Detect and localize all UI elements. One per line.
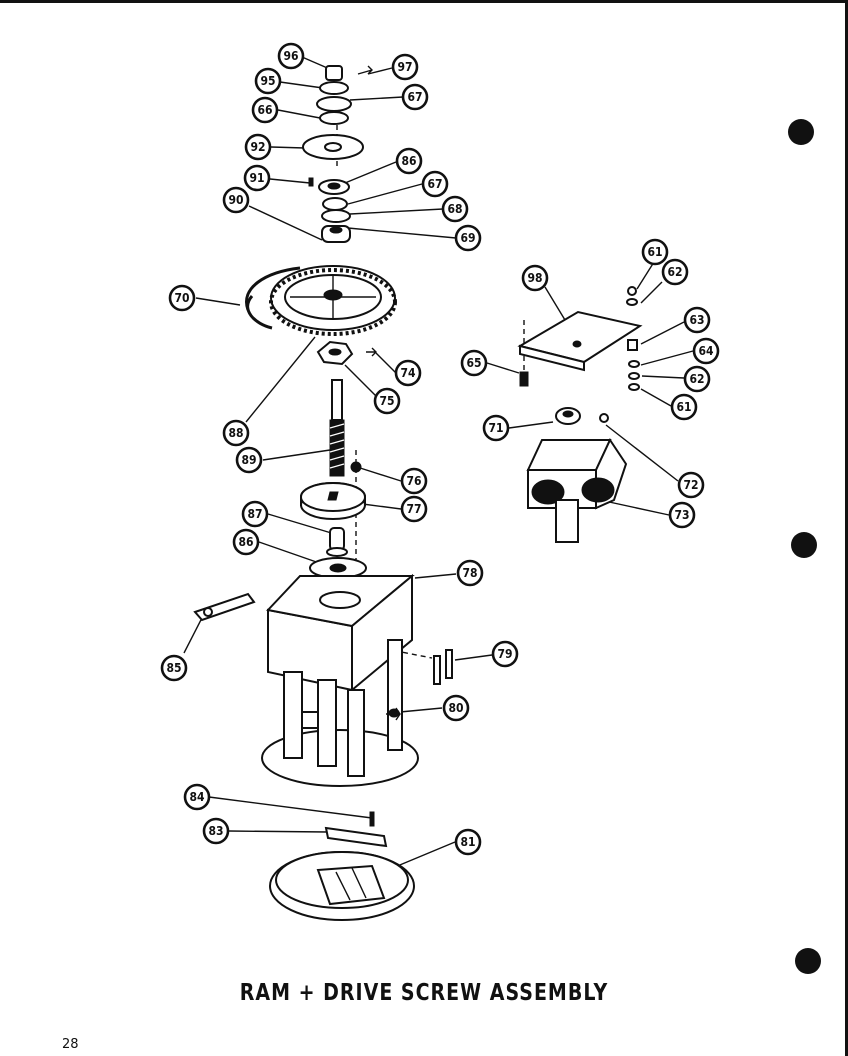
callout-89: 89	[235, 446, 263, 474]
svg-text:77: 77	[406, 502, 421, 516]
callout-65: 65	[460, 349, 488, 377]
svg-text:87: 87	[247, 507, 262, 521]
punch-hole	[795, 948, 821, 974]
callout-62: 62	[661, 258, 689, 286]
svg-text:92: 92	[250, 140, 265, 154]
callout-85: 85	[160, 654, 188, 682]
svg-text:76: 76	[406, 474, 421, 488]
callout-83: 83	[202, 817, 230, 845]
leader-lines	[183, 56, 694, 868]
gear-motor	[526, 407, 628, 543]
upper-bearing-stack	[302, 65, 373, 243]
svg-text:75: 75	[379, 394, 394, 408]
svg-text:71: 71	[488, 421, 503, 435]
svg-text:62: 62	[689, 372, 704, 386]
callout-86: 86	[395, 147, 423, 175]
callout-86: 86	[232, 528, 260, 556]
svg-text:86: 86	[401, 154, 416, 168]
callout-69: 69	[454, 224, 482, 252]
page-number: 28	[62, 1037, 79, 1052]
callout-63: 63	[683, 306, 711, 334]
svg-text:81: 81	[460, 835, 475, 849]
callout-67: 67	[421, 170, 449, 198]
diagram-title: RAM + DRIVE SCREW ASSEMBLY	[239, 979, 609, 1007]
callout-66: 66	[251, 96, 279, 124]
callout-79: 79	[491, 640, 519, 668]
callout-76: 76	[400, 467, 428, 495]
punch-hole	[791, 532, 817, 558]
callout-71: 71	[482, 414, 510, 442]
callout-77: 77	[400, 495, 428, 523]
callout-87: 87	[241, 500, 269, 528]
base-cover	[269, 811, 415, 921]
ram-plate	[300, 482, 367, 579]
callout-73: 73	[668, 501, 696, 529]
callout-61: 61	[641, 238, 669, 266]
callout-91: 91	[243, 164, 271, 192]
svg-text:86: 86	[238, 535, 253, 549]
svg-text:95: 95	[260, 74, 275, 88]
svg-text:80: 80	[448, 701, 463, 715]
svg-text:96: 96	[283, 49, 298, 63]
callout-62: 62	[683, 365, 711, 393]
svg-text:65: 65	[466, 356, 481, 370]
svg-text:68: 68	[447, 202, 462, 216]
svg-text:88: 88	[228, 426, 243, 440]
svg-text:73: 73	[674, 508, 689, 522]
svg-text:85: 85	[166, 661, 181, 675]
callout-84: 84	[183, 783, 211, 811]
svg-text:67: 67	[427, 177, 442, 191]
callout-98: 98	[521, 264, 549, 292]
svg-text:62: 62	[667, 265, 682, 279]
svg-text:89: 89	[241, 453, 256, 467]
svg-text:61: 61	[647, 245, 662, 259]
punch-hole	[788, 119, 814, 145]
svg-text:97: 97	[397, 60, 412, 74]
mounting-bracket	[517, 286, 643, 391]
callout-81: 81	[454, 828, 482, 856]
callout-78: 78	[456, 559, 484, 587]
svg-text:66: 66	[257, 103, 272, 117]
callout-72: 72	[677, 471, 705, 499]
callout-70: 70	[168, 284, 196, 312]
callout-68: 68	[441, 195, 469, 223]
callout-80: 80	[442, 694, 470, 722]
svg-text:74: 74	[400, 366, 416, 380]
callout-64: 64	[692, 337, 720, 365]
svg-text:69: 69	[460, 231, 475, 245]
callout-97: 97	[391, 53, 419, 81]
svg-text:84: 84	[189, 790, 205, 804]
svg-text:83: 83	[208, 824, 223, 838]
callout-67: 67	[401, 83, 429, 111]
ram-frame	[261, 573, 419, 787]
callout-75: 75	[373, 387, 401, 415]
svg-text:72: 72	[683, 478, 698, 492]
switch-bracket	[193, 592, 453, 685]
drive-gear	[245, 265, 397, 336]
callout-92: 92	[244, 133, 272, 161]
svg-text:70: 70	[174, 291, 189, 305]
callout-95: 95	[254, 67, 282, 95]
callout-74: 74	[394, 359, 422, 387]
callout-61: 61	[670, 393, 698, 421]
callout-96: 96	[277, 42, 305, 70]
svg-text:64: 64	[698, 344, 714, 358]
svg-text:91: 91	[249, 171, 264, 185]
svg-text:63: 63	[689, 313, 704, 327]
svg-text:98: 98	[527, 271, 542, 285]
callout-88: 88	[222, 419, 250, 447]
svg-text:79: 79	[497, 647, 512, 661]
drive-screw	[316, 340, 377, 477]
svg-text:67: 67	[407, 90, 422, 104]
callout-90: 90	[222, 186, 250, 214]
svg-text:78: 78	[462, 566, 477, 580]
svg-text:90: 90	[228, 193, 243, 207]
svg-text:61: 61	[676, 400, 691, 414]
